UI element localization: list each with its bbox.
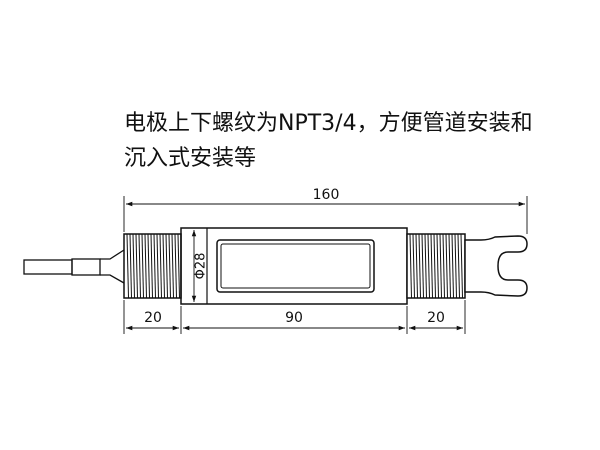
dimension-right-thread-label: 20 bbox=[427, 310, 445, 326]
cable bbox=[23, 249, 125, 284]
left-thread bbox=[123, 233, 182, 299]
thread-line bbox=[156, 233, 159, 299]
dimension-overall bbox=[123, 196, 528, 234]
thread-line bbox=[424, 233, 427, 299]
thread-line bbox=[144, 233, 147, 299]
thread-line bbox=[138, 233, 141, 299]
right-thread bbox=[406, 233, 466, 299]
thread-line bbox=[409, 233, 412, 299]
thread-line bbox=[442, 233, 445, 299]
thread-line bbox=[415, 233, 418, 299]
thread-line bbox=[153, 233, 156, 299]
thread-line bbox=[433, 233, 436, 299]
thread-line bbox=[427, 233, 430, 299]
thread-line bbox=[168, 233, 171, 299]
thread-line bbox=[150, 233, 153, 299]
thread-line bbox=[445, 233, 448, 299]
thread-line bbox=[129, 233, 132, 299]
thread-line bbox=[162, 233, 165, 299]
thread-line bbox=[457, 233, 460, 299]
thread-line bbox=[177, 233, 180, 299]
thread-line bbox=[412, 233, 415, 299]
thread-line bbox=[165, 233, 168, 299]
dimension-left-thread-label: 20 bbox=[144, 310, 162, 326]
thread-line bbox=[132, 233, 135, 299]
thread-line bbox=[448, 233, 451, 299]
thread-line bbox=[159, 233, 162, 299]
thread-line bbox=[454, 233, 457, 299]
thread-line bbox=[421, 233, 424, 299]
electrode-body bbox=[180, 227, 408, 305]
thread-line bbox=[147, 233, 150, 299]
dimension-bottom-extensions bbox=[123, 300, 466, 334]
thread-line bbox=[439, 233, 442, 299]
description-text: 电极上下螺纹为NPT3/4，方便管道安装和 沉入式安装等 bbox=[124, 106, 594, 176]
thread-line bbox=[418, 233, 421, 299]
fork-tip bbox=[464, 235, 528, 297]
thread-line bbox=[141, 233, 144, 299]
thread-line bbox=[460, 233, 463, 299]
thread-line bbox=[126, 233, 129, 299]
thread-line bbox=[430, 233, 433, 299]
dimension-overall-label: 160 bbox=[313, 187, 340, 203]
thread-line bbox=[451, 233, 454, 299]
description-line-1: 电极上下螺纹为NPT3/4，方便管道安装和 bbox=[124, 111, 533, 136]
thread-line bbox=[171, 233, 174, 299]
thread-line bbox=[436, 233, 439, 299]
thread-line bbox=[174, 233, 177, 299]
thread-line bbox=[135, 233, 138, 299]
description-line-2: 沉入式安装等 bbox=[124, 146, 257, 171]
dimension-body-label: 90 bbox=[285, 310, 303, 326]
dimension-diameter-label: Φ28 bbox=[194, 253, 209, 280]
